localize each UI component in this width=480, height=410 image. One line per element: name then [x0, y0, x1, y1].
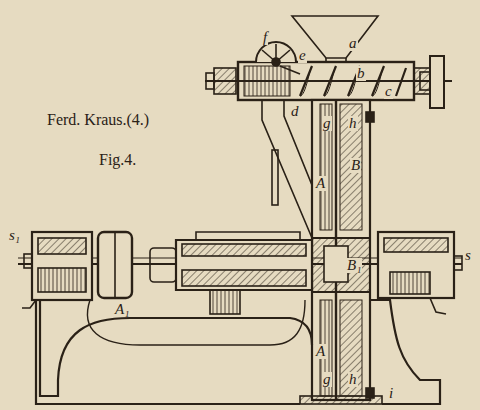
drawing-part-stroke	[312, 238, 370, 292]
drawing-part-stroke	[182, 270, 306, 286]
drawing-part-stroke	[38, 238, 86, 254]
drawing-part-stroke	[182, 244, 306, 256]
drawing-part-stroke	[36, 300, 300, 404]
part-letter: i	[388, 386, 394, 401]
drawing-part-stroke	[384, 238, 448, 252]
part-letter: h	[348, 116, 358, 131]
drawing-part-stroke	[22, 300, 36, 308]
drawing-part-stroke	[176, 240, 312, 290]
part-letter: h	[348, 372, 358, 387]
part-letter: g	[322, 116, 332, 131]
part-letter: d	[290, 104, 300, 119]
drawing-part-stroke	[430, 56, 444, 108]
drawing-part-stroke	[38, 268, 86, 292]
left-bearing	[22, 232, 92, 308]
part-letter: b	[356, 66, 366, 81]
part-letter: A	[315, 176, 326, 191]
figure-heading: Fig.4.	[98, 152, 137, 167]
figure-heading: Ferd. Kraus.(4.)	[46, 112, 150, 127]
drawing-part-stroke	[196, 232, 300, 240]
drawing-part-stroke	[24, 254, 32, 268]
drawing-part-stroke	[150, 248, 176, 282]
drawing-part-stroke	[454, 256, 462, 270]
drawing-part-stroke	[210, 290, 240, 314]
drawing-part-stroke	[114, 232, 116, 298]
drawing-part-stroke	[340, 300, 362, 396]
drawing-part-stroke	[275, 44, 277, 62]
drawing-part-stroke	[206, 73, 214, 89]
drawing-part-stroke	[366, 112, 374, 122]
drawing-part-stroke	[324, 246, 348, 282]
part-letter: s	[464, 248, 472, 263]
part-letter: B₁	[346, 258, 362, 273]
right-bearing	[378, 232, 462, 314]
chute	[262, 100, 318, 238]
drawing-part-stroke	[244, 66, 290, 96]
drawing-part-stroke	[390, 272, 430, 294]
base-frame	[36, 300, 440, 404]
part-letter: B	[350, 158, 361, 173]
drawing-part-stroke	[378, 232, 454, 298]
drawing-part-stroke	[262, 100, 318, 238]
drawing-part-stroke	[300, 66, 384, 96]
drawing-part-stroke	[98, 232, 132, 298]
drawing-part-stroke	[256, 42, 296, 62]
drawing-part-stroke	[32, 232, 92, 300]
worm-wheel	[256, 42, 300, 74]
drawing-part-stroke	[430, 298, 446, 314]
part-letter: A₁	[114, 302, 130, 317]
drawing-part-stroke	[40, 300, 312, 396]
part-letter: g	[322, 372, 332, 387]
bevel-gear	[312, 238, 370, 292]
drawing-part-stroke	[87, 300, 305, 345]
drawing-part-stroke	[214, 68, 236, 94]
drawing-part-stroke	[370, 300, 440, 404]
part-letter: s₁	[8, 228, 21, 243]
drawing-part-stroke	[320, 104, 332, 230]
part-letter: f	[262, 30, 268, 45]
part-letter: c	[384, 84, 393, 99]
drawing-part-stroke	[414, 68, 430, 94]
drawing-part-stroke	[312, 100, 370, 400]
gear-column	[300, 100, 382, 404]
drawing-part-stroke	[262, 50, 276, 62]
part-letter: A	[315, 344, 326, 359]
hopper	[292, 16, 378, 64]
drawing-part-stroke	[280, 66, 300, 74]
drawing-part-stroke	[420, 72, 430, 90]
drawing-part-stroke	[276, 50, 290, 62]
part-letter: e	[298, 48, 307, 63]
pulley	[98, 232, 132, 298]
drawing-part-stroke	[272, 150, 278, 205]
part-letter: a	[348, 36, 358, 51]
drawing-part-stroke	[300, 396, 382, 404]
sleeve-bearing	[150, 232, 312, 314]
drawing-part-stroke	[340, 104, 362, 230]
